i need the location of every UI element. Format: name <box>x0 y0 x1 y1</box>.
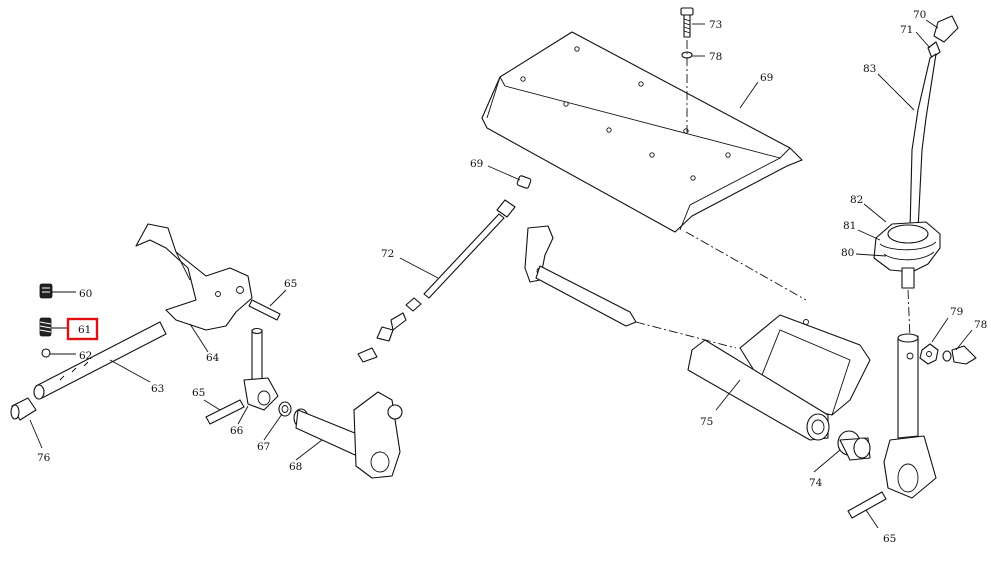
part-65-pin-right <box>847 491 887 519</box>
linkage-shaft-assembly <box>524 225 637 327</box>
axis-line-69 <box>685 231 807 301</box>
axis-line-lever <box>907 289 911 339</box>
part-65-pin-lower <box>205 399 245 425</box>
part-72-rod <box>357 199 516 363</box>
callout-labels: 73 78 69 69 72 70 71 83 82 81 80 79 78 7… <box>37 9 987 545</box>
axis-line-75 <box>635 321 737 349</box>
callout-67: 67 <box>257 441 270 453</box>
callout-80: 80 <box>841 247 854 259</box>
callout-63: 63 <box>151 383 164 395</box>
lever-arm-lower <box>883 333 937 499</box>
callout-60: 60 <box>79 288 92 300</box>
callout-61: 61 <box>78 324 91 336</box>
part-76-bushing <box>10 397 37 421</box>
leader-lines <box>29 19 973 529</box>
part-79-nut <box>919 343 939 365</box>
callout-66: 66 <box>230 425 244 437</box>
callout-71: 71 <box>900 24 913 36</box>
callout-64: 64 <box>206 352 220 364</box>
gear-lever-assembly <box>873 15 959 289</box>
part-65-pin-upper <box>248 299 281 321</box>
part-75-bracket <box>687 314 871 441</box>
callout-76: 76 <box>37 452 51 464</box>
callout-72: 72 <box>381 248 394 260</box>
callout-83: 83 <box>863 63 876 75</box>
part-68-cross-shaft <box>293 391 403 479</box>
callout-69-nut: 69 <box>470 158 483 170</box>
callout-78-right: 78 <box>974 319 987 331</box>
part-66-selector-lever <box>243 327 279 411</box>
callout-68: 68 <box>289 461 302 473</box>
callout-78-top: 78 <box>709 51 722 63</box>
callout-81: 81 <box>843 220 856 232</box>
callout-62: 62 <box>79 350 92 362</box>
callout-74: 74 <box>809 477 823 489</box>
part-73-bolt <box>680 7 694 38</box>
callout-69-plate: 69 <box>760 72 773 84</box>
highlight-box-61 <box>66 317 99 341</box>
part-74-bushing <box>837 430 871 461</box>
callout-65-upper: 65 <box>284 278 297 290</box>
part-69-small-nut <box>516 175 532 189</box>
part-60-setscrew <box>39 283 53 299</box>
part-64-shift-fork <box>135 223 253 331</box>
part-62-ball <box>41 348 51 358</box>
part-61-spring <box>39 317 52 337</box>
part-78-bolt-right <box>942 345 977 365</box>
callout-73: 73 <box>709 19 722 31</box>
part-69-plate <box>481 31 803 233</box>
callout-79: 79 <box>950 306 963 318</box>
callout-65-lower: 65 <box>192 387 205 399</box>
callout-82: 82 <box>850 194 863 206</box>
callout-70: 70 <box>913 9 926 21</box>
callout-75: 75 <box>700 416 713 428</box>
callout-65-right: 65 <box>883 533 896 545</box>
part-63-shift-rod <box>33 321 167 400</box>
